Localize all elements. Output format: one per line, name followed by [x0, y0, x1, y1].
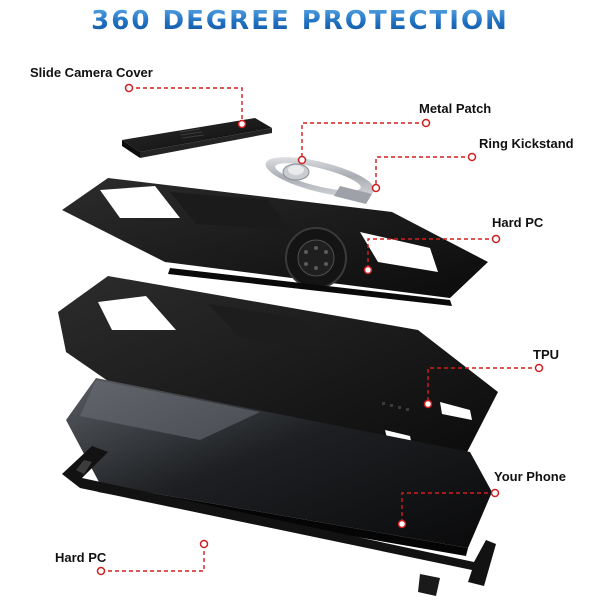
label-slide-camera-cover: Slide Camera Cover — [30, 65, 153, 80]
hard-pc-frame-bottom — [62, 446, 496, 596]
hard-pc-frame-top — [62, 178, 488, 306]
label-ring-kickstand: Ring Kickstand — [479, 136, 574, 151]
leader-hard-pc-bottom — [101, 544, 205, 572]
callout-leaders — [101, 87, 539, 572]
ring-kickstand — [265, 157, 375, 204]
callout-markers — [96, 83, 544, 576]
label-metal-patch: Metal Patch — [419, 101, 492, 116]
leader-slide-camera-cover — [129, 87, 243, 124]
slide-camera-cover — [122, 118, 272, 158]
headline: 360 DEGREE PROTECTION — [0, 6, 600, 36]
leader-ring-kickstand — [375, 156, 472, 188]
label-your-phone: Your Phone — [494, 469, 566, 484]
leader-hard-pc-top — [367, 238, 496, 270]
leader-metal-patch — [301, 122, 426, 160]
leader-your-phone — [401, 492, 495, 524]
label-hard-pc-top: Hard PC — [492, 215, 544, 230]
label-hard-pc-bottom: Hard PC — [55, 550, 107, 565]
label-tpu: TPU — [533, 347, 559, 362]
leader-tpu — [427, 367, 539, 404]
